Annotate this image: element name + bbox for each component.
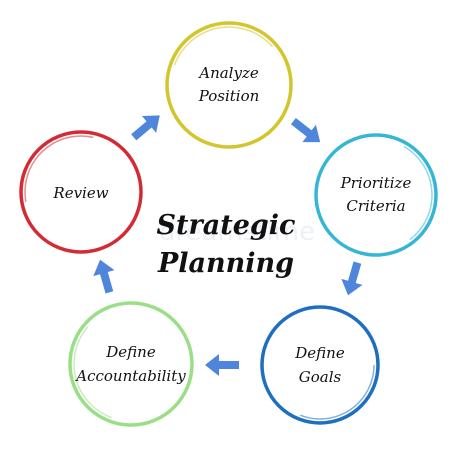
node-label-analyze-position-line-1: Analyze xyxy=(197,64,259,82)
node-ring-define-goals xyxy=(260,305,380,425)
node-prioritize-criteria: Prioritize Criteria xyxy=(314,133,438,257)
center-title-line-1: Strategic xyxy=(157,210,296,241)
node-ring-review xyxy=(19,130,143,254)
node-ring-analyze-position xyxy=(165,21,293,149)
node-label-analyze-position-line-2: Position xyxy=(198,87,260,105)
center-title-line-2: Planning xyxy=(157,248,294,279)
node-ring-accent-prioritize-criteria xyxy=(319,138,433,252)
node-review: Review xyxy=(19,130,143,254)
node-ring-accent-define-accountability xyxy=(73,306,189,422)
node-analyze-position: Analyze Position xyxy=(165,21,293,149)
node-define-goals: Define Goals xyxy=(260,305,380,425)
cycle-arrows xyxy=(93,115,363,376)
arrow-goals-to-accountability xyxy=(205,354,239,376)
arrow-analyze-to-prioritize xyxy=(290,117,321,143)
node-label-define-accountability-line-1: Define xyxy=(105,343,156,361)
node-ring-prioritize-criteria xyxy=(314,133,438,257)
node-define-accountability: Define Accountability xyxy=(68,301,194,427)
node-label-prioritize-criteria-line-2: Criteria xyxy=(346,197,405,215)
node-label-prioritize-criteria-line-1: Prioritize xyxy=(340,174,412,192)
node-label-define-goals-line-2: Goals xyxy=(299,368,342,386)
arrow-review-to-analyze xyxy=(131,115,160,141)
arrow-accountability-to-review xyxy=(93,259,115,294)
arrow-prioritize-to-goals xyxy=(341,261,363,296)
center-title: Strategic Planning xyxy=(157,210,296,279)
node-ring-accent-review xyxy=(24,135,138,249)
node-label-review: Review xyxy=(52,184,108,202)
node-ring-accent-define-goals xyxy=(265,310,375,420)
node-label-define-accountability-line-2: Accountability xyxy=(74,367,186,385)
node-ring-define-accountability xyxy=(68,301,194,427)
node-label-define-goals-line-1: Define xyxy=(294,344,345,362)
watermark-text: dreamstime xyxy=(159,217,315,247)
node-ring-accent-analyze-position xyxy=(170,26,288,144)
